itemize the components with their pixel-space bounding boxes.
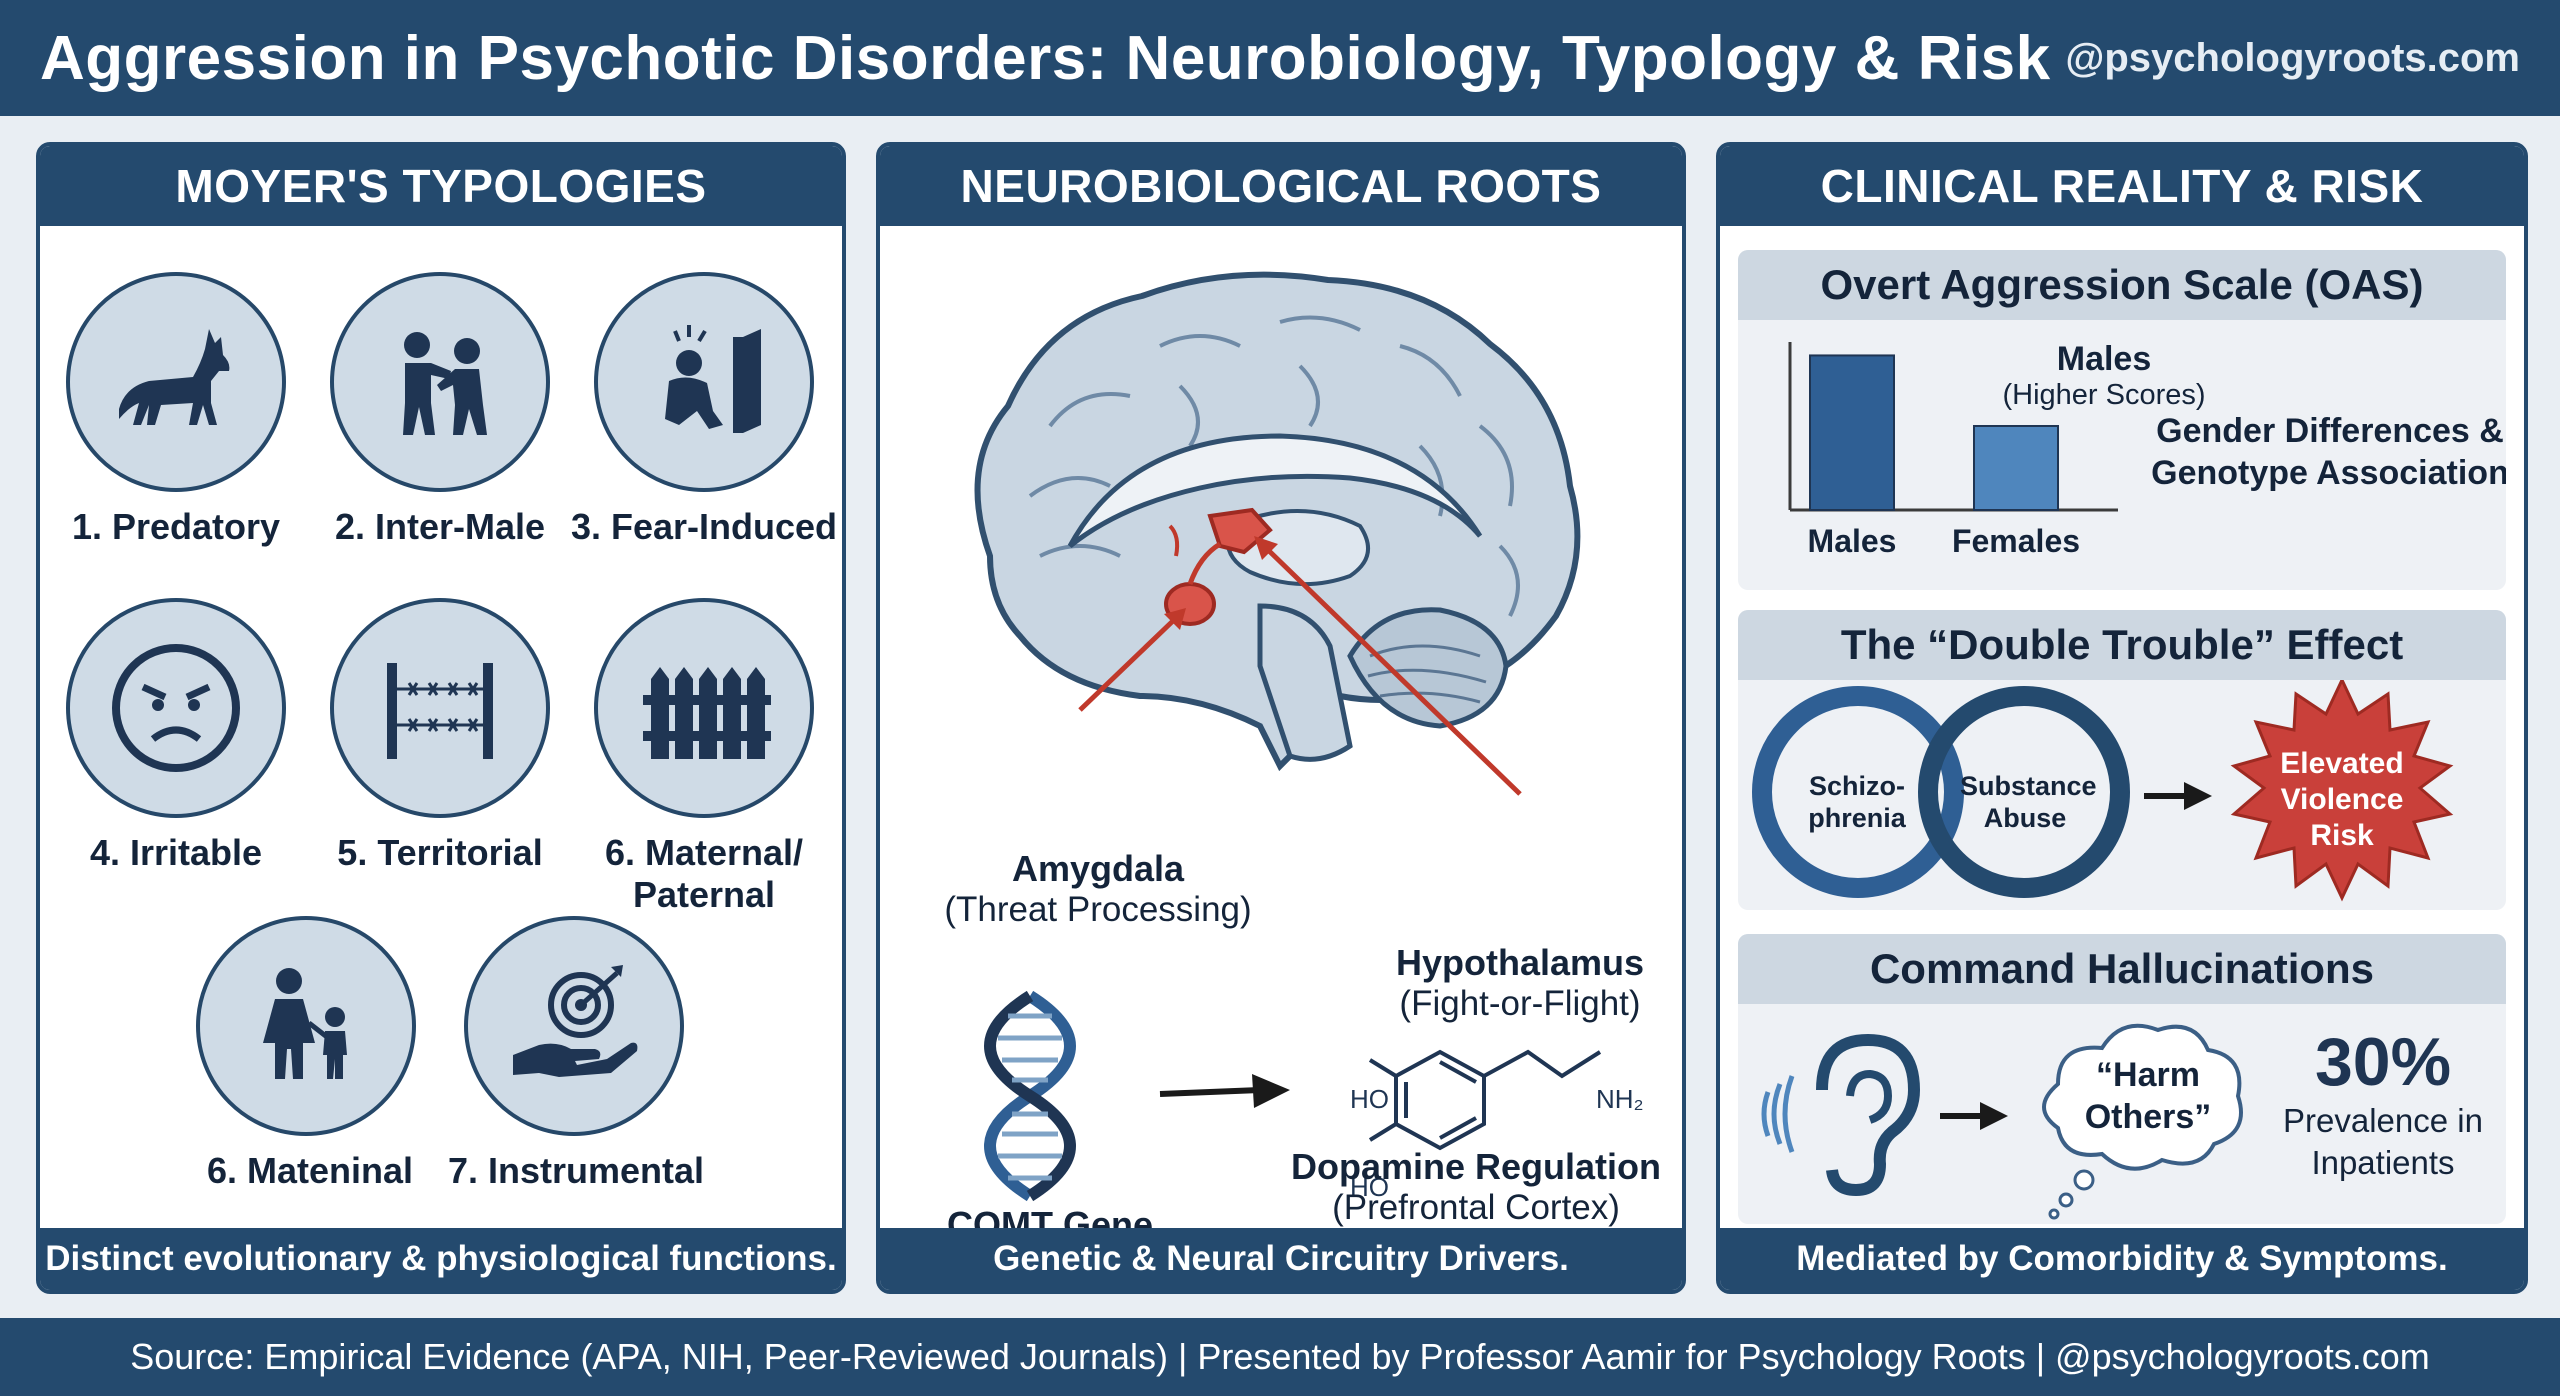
substance-abuse-ring xyxy=(1918,686,2130,898)
ear-icon xyxy=(1816,1033,1921,1197)
typology-label-irritable: 4. Irritable xyxy=(89,832,263,873)
neuro-footer: Genetic & Neural Circuitry Drivers. xyxy=(880,1228,1682,1290)
schizophrenia-ring xyxy=(1752,686,1964,898)
oas-bar-chart: Males Females xyxy=(1788,342,2118,559)
double-trouble-diagram xyxy=(1752,680,2454,902)
wolf-icon xyxy=(66,272,286,492)
cornered-person-icon xyxy=(594,272,814,492)
neuro-panel: NEUROBIOLOGICAL ROOTS xyxy=(876,142,1686,1294)
amygdala-name: Amygdala xyxy=(1011,848,1185,889)
typology-label-predatory: 1. Predatory xyxy=(71,506,281,547)
ring-label-substance-abuse: Substance Abuse xyxy=(1960,770,2097,834)
oas-annotation: Males (Higher Scores) xyxy=(1994,340,2214,412)
typology-label-mateninal: 6. Mateninal xyxy=(206,1150,414,1191)
fighting-men-icon xyxy=(330,272,550,492)
command-hallucinations-title: Command Hallucinations xyxy=(1738,934,2506,1004)
typology-label-line2: Paternal xyxy=(632,874,776,915)
prevalence-value: 30% xyxy=(2314,1024,2452,1100)
quote-line1: “Harm xyxy=(2096,1056,2200,1094)
quote-line2: Others” xyxy=(2084,1098,2212,1136)
amygdala-arrow xyxy=(1078,616,1178,712)
bar-females xyxy=(1973,425,2059,511)
neuro-body: Amygdala (Threat Processing) Hypothalamu… xyxy=(880,226,1682,1245)
ring2-line2: Abuse xyxy=(1983,803,2067,833)
elevated-risk-starburst-icon xyxy=(2230,680,2454,902)
typologies-panel: MOYER'S TYPOLOGIES 1. Pre xyxy=(36,142,846,1294)
oas-annotation-sub: (Higher Scores) xyxy=(2002,379,2206,411)
oas-title: Overt Aggression Scale (OAS) xyxy=(1738,250,2506,320)
clinical-panel: CLINICAL REALITY & RISK Overt Aggression… xyxy=(1716,142,2528,1294)
typology-label-inter-male: 2. Inter-Male xyxy=(334,506,546,547)
molecule-ho-bottom: HO xyxy=(1350,1172,1389,1202)
molecule-ho-top: HO xyxy=(1350,1084,1389,1114)
dopamine-label: Dopamine Regulation (Prefrontal Cortex) xyxy=(1276,1146,1676,1228)
bar-males xyxy=(1809,354,1895,511)
ring2-line1: Substance xyxy=(1960,771,2097,801)
cerebellum xyxy=(1347,607,1509,729)
angry-face-icon xyxy=(66,598,286,818)
clinical-footer: Mediated by Comorbidity & Symptoms. xyxy=(1720,1228,2524,1290)
typology-label-maternal-paternal: 6. Maternal/ Paternal xyxy=(568,832,840,916)
amygdala-label: Amygdala (Threat Processing) xyxy=(888,848,1308,930)
oas-side-line1: Gender Differences & xyxy=(2156,412,2504,450)
hypothalamus-arrow xyxy=(1262,544,1522,796)
hallucination-quote: “Harm Others” xyxy=(2058,1054,2238,1138)
neuro-title: NEUROBIOLOGICAL ROOTS xyxy=(880,146,1682,226)
typologies-footer: Distinct evolutionary & physiological fu… xyxy=(40,1228,842,1290)
double-trouble-title: The “Double Trouble” Effect xyxy=(1738,610,2506,680)
header-banner: Aggression in Psychotic Disorders: Neuro… xyxy=(0,0,2560,116)
ring1-line2: phrenia xyxy=(1808,803,1906,833)
ring1-line1: Schizo- xyxy=(1808,771,1905,801)
source-footer: Source: Empirical Evidence (APA, NIH, Pe… xyxy=(0,1318,2560,1396)
typology-label-territorial: 5. Territorial xyxy=(337,832,543,873)
hand-target-icon xyxy=(464,916,684,1136)
typologies-title: MOYER'S TYPOLOGIES xyxy=(40,146,842,226)
double-trouble-box: The “Double Trouble” Effect Schizo- phre… xyxy=(1738,610,2506,910)
result-line1: Elevated xyxy=(2280,747,2404,780)
barbed-wire-fence-icon xyxy=(330,598,550,818)
typology-label-fear-induced: 3. Fear-Induced xyxy=(570,506,838,547)
sound-waves-icon xyxy=(1761,1075,1795,1153)
prevalence-line1: Prevalence in xyxy=(2283,1102,2483,1139)
result-line2: Violence xyxy=(2280,783,2404,816)
elevated-risk-label: Elevated Violence Risk xyxy=(2262,746,2422,854)
typology-label-instrumental: 7. Instrumental xyxy=(447,1150,705,1191)
header-handle: @psychologyroots.com xyxy=(2065,35,2520,80)
hypothalamus-label: Hypothalamus (Fight-or-Flight) xyxy=(1350,942,1682,1024)
prevalence-stat: 30% Prevalence in Inpatients xyxy=(2258,1024,2506,1184)
oas-annotation-title: Males xyxy=(2056,340,2152,378)
brain-illustration xyxy=(974,271,1602,1202)
bar-label-males: Males xyxy=(1808,523,1897,559)
clinical-title: CLINICAL REALITY & RISK xyxy=(1720,146,2524,226)
dna-helix-icon xyxy=(984,990,1076,1202)
page-title: Aggression in Psychotic Disorders: Neuro… xyxy=(40,23,2051,93)
mother-child-icon xyxy=(196,916,416,1136)
picket-fence-icon xyxy=(594,598,814,818)
result-line3: Risk xyxy=(2310,819,2374,852)
dopamine-desc: (Prefrontal Cortex) xyxy=(1332,1188,1620,1227)
corpus-callosum xyxy=(1067,433,1483,548)
oas-side-text: Gender Differences & Genotype Associatio… xyxy=(2150,410,2506,494)
brainstem xyxy=(1257,603,1353,762)
dopamine-name: Dopamine Regulation xyxy=(1290,1146,1662,1187)
thought-bubble-icon xyxy=(2042,1023,2243,1171)
command-hallucinations-box: Command Hallucinations “Harm Others” xyxy=(1738,934,2506,1224)
hypothalamus-name: Hypothalamus xyxy=(1395,942,1645,983)
oas-side-line2: Genotype Association xyxy=(2151,454,2506,492)
prevalence-line2: Inpatients xyxy=(2311,1144,2455,1181)
typologies-body: 1. Predatory 2. Inter-Male 3. Fear-Induc… xyxy=(40,226,842,1228)
typology-label-line1: 6. Maternal/ xyxy=(604,832,804,873)
gene-arrow xyxy=(1159,1087,1261,1097)
amygdala-desc: (Threat Processing) xyxy=(944,890,1252,929)
hallucination-diagram xyxy=(1761,1023,2243,1220)
hypothalamus-desc: (Fight-or-Flight) xyxy=(1399,984,1641,1023)
dopamine-molecule-icon xyxy=(1368,1049,1602,1151)
ring-label-schizophrenia: Schizo- phrenia xyxy=(1792,770,1922,834)
molecule-nh2: NH₂ xyxy=(1596,1084,1644,1114)
bar-label-females: Females xyxy=(1952,523,2080,559)
